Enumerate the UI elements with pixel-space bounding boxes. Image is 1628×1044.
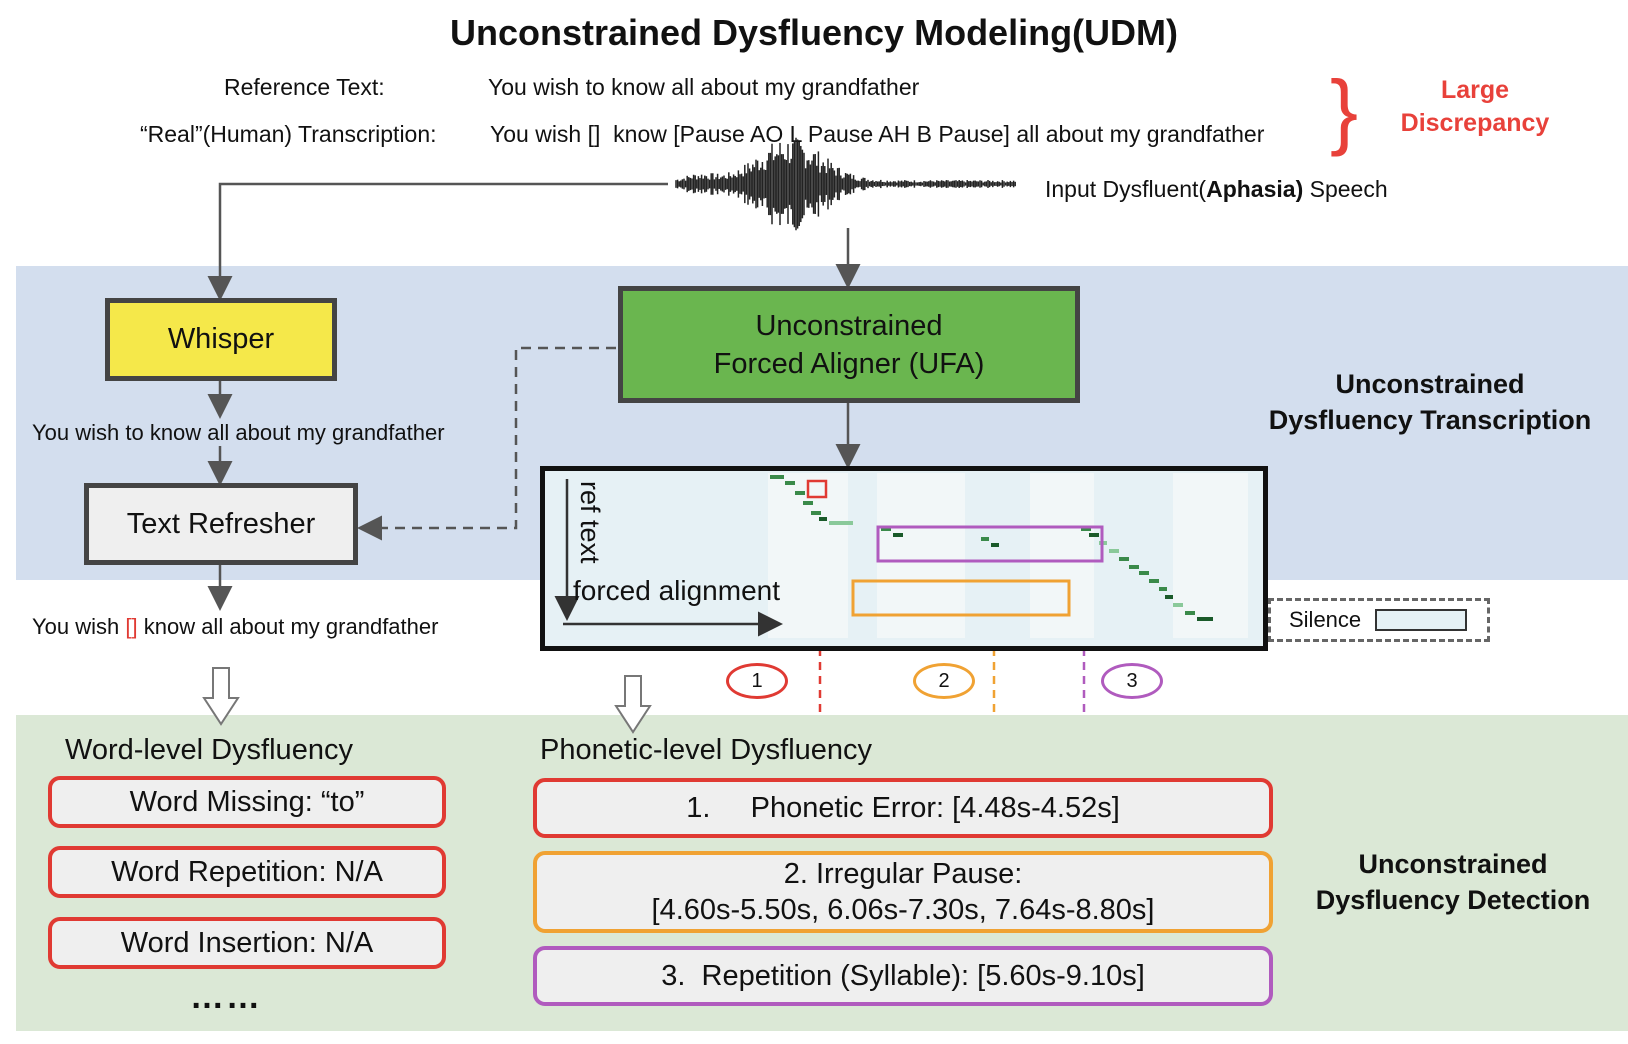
refresher-out-prefix: You wish: [32, 614, 126, 639]
transcription-section-line2: Dysfluency Transcription: [1268, 405, 1592, 435]
missing-word-bracket: []: [125, 614, 138, 639]
repetition-box: [876, 525, 1104, 563]
alignment-step: [981, 537, 989, 541]
input-suffix: Speech: [1303, 176, 1388, 202]
text-refresher-box: Text Refresher: [84, 483, 358, 565]
silence-region: [1173, 473, 1248, 638]
silence-legend-label: Silence: [1289, 607, 1362, 632]
transcription-section-label: Unconstrained Dysfluency Transcription: [1250, 366, 1610, 438]
alignment-step: [1109, 549, 1119, 553]
word-level-ellipsis: ……: [190, 978, 262, 1016]
alignment-step: [1129, 565, 1139, 569]
pause-box: [851, 579, 1071, 617]
whisper-label: Whisper: [167, 323, 275, 355]
discrepancy-line1: Large: [1440, 76, 1510, 104]
alignment-step: [785, 481, 795, 485]
arrow-to-whisper: [207, 182, 668, 301]
alignment-step: [1149, 579, 1159, 583]
reference-label: Reference Text:: [224, 74, 385, 100]
discrepancy-line2: Discrepancy: [1400, 109, 1550, 137]
dashed-ufa-to-refresher: [357, 346, 616, 541]
repetition-item: 3. Repetition (Syllable): [5.60s-9.10s]: [533, 946, 1273, 1006]
alignment-step: [1197, 617, 1213, 621]
irregular-pause-item: 2. Irregular Pause: [4.60s-5.50s, 6.06s-7…: [533, 851, 1273, 933]
transcription-text: You wish [] know [Pause AO L Pause AH B …: [490, 121, 1265, 147]
hollow-arrow-word: [202, 667, 240, 726]
alignment-step: [991, 543, 999, 547]
brace-icon: }: [1330, 63, 1359, 157]
ufa-line2: Forced Aligner (UFA): [713, 347, 985, 380]
alignment-step: [1185, 611, 1195, 615]
alignment-step: [881, 527, 891, 531]
detection-section-line2: Dysfluency Detection: [1315, 885, 1591, 915]
alignment-step: [1159, 587, 1167, 591]
marker-2: 2: [913, 663, 975, 699]
alignment-step: [803, 501, 813, 505]
word-insertion-box: Word Insertion: N/A: [48, 917, 446, 969]
alignment-step: [1081, 527, 1091, 531]
refresher-out-suffix: know all about my grandfather: [137, 614, 439, 639]
transcription-label: “Real”(Human) Transcription:: [140, 121, 437, 147]
refresher-label: Text Refresher: [126, 507, 316, 540]
refresher-output: You wish [] know all about my grandfathe…: [32, 614, 438, 640]
alignment-step: [829, 521, 853, 525]
whisper-output: You wish to know all about my grandfathe…: [32, 420, 445, 445]
input-prefix: Input Dysfluent(: [1045, 176, 1207, 202]
alignment-xlabel: forced alignment: [573, 575, 781, 606]
alignment-step: [1165, 595, 1173, 599]
input-bold: Aphasia): [1206, 176, 1304, 202]
phonetic-level-heading: Phonetic-level Dysfluency: [540, 734, 873, 766]
phonetic-error-item: 1. Phonetic Error: [4.48s-4.52s]: [533, 778, 1273, 838]
alignment-step: [795, 491, 805, 495]
alignment-svg: [554, 473, 1248, 638]
word-missing-box: Word Missing: “to”: [48, 776, 446, 828]
alignment-step: [1089, 533, 1099, 537]
hollow-arrow-phonetic: [614, 675, 652, 734]
ufa-line1: Unconstrained: [755, 309, 943, 342]
transcription-section-line1: Unconstrained: [1335, 369, 1525, 399]
alignment-ylabel: ref text: [575, 481, 605, 564]
marker-3: 3: [1101, 663, 1163, 699]
word-repetition-box: Word Repetition: N/A: [48, 846, 446, 898]
marker-1: 1: [726, 663, 788, 699]
diagram-title: Unconstrained Dysfluency Modeling(UDM): [449, 12, 1179, 53]
waveform-icon: [675, 137, 1016, 231]
word-level-heading: Word-level Dysfluency: [65, 734, 353, 766]
alignment-step: [770, 475, 784, 479]
discrepancy-note: Large Discrepancy: [1380, 74, 1570, 140]
alignment-step: [1173, 603, 1183, 607]
silence-legend: Silence: [1268, 598, 1490, 642]
irregular-pause-line2: [4.60s-5.50s, 6.06s-7.30s, 7.64s-8.80s]: [651, 894, 1155, 926]
silence-region: [877, 473, 965, 638]
silence-region: [768, 473, 848, 638]
reference-text: You wish to know all about my grandfathe…: [488, 74, 920, 100]
alignment-step: [811, 511, 821, 515]
silence-region: [1030, 473, 1094, 638]
silence-swatch: [1375, 609, 1468, 631]
alignment-step: [893, 533, 903, 537]
detection-section-label: Unconstrained Dysfluency Detection: [1288, 846, 1618, 918]
whisper-box: Whisper: [105, 298, 337, 381]
phonetic-error-box: [806, 479, 828, 499]
detection-section-line1: Unconstrained: [1358, 849, 1548, 879]
alignment-step: [1139, 571, 1149, 575]
alignment-step: [1119, 557, 1129, 561]
alignment-step: [819, 517, 827, 521]
irregular-pause-line1: 2. Irregular Pause:: [783, 858, 1023, 890]
input-speech-label: Input Dysfluent(Aphasia) Speech: [1045, 176, 1388, 203]
alignment-plot: ref text forced alignment: [540, 466, 1268, 651]
